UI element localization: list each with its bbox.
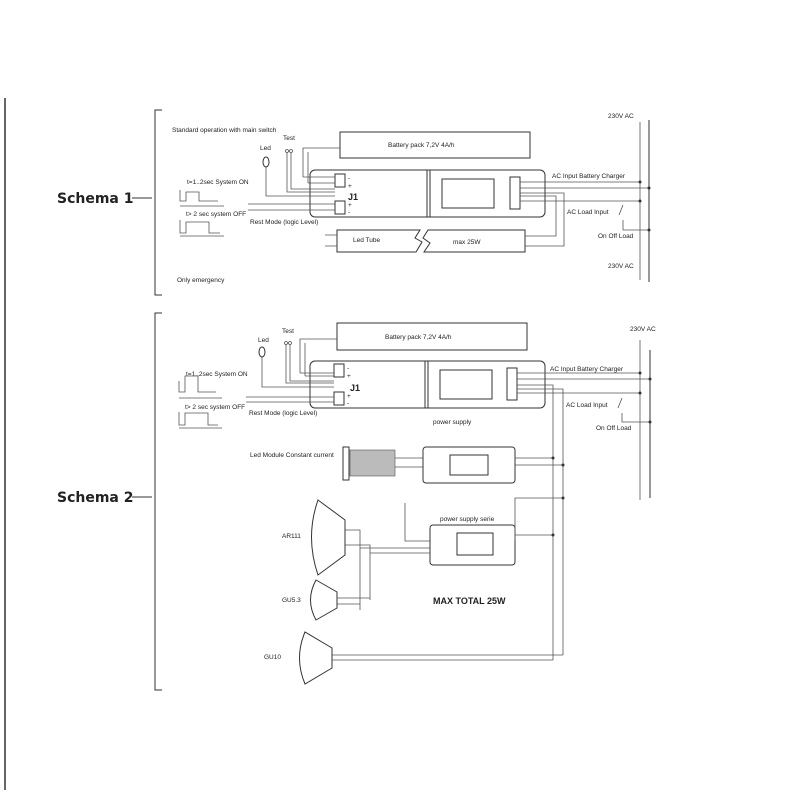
led-tube bbox=[336, 229, 423, 253]
on-off-label: On Off Load bbox=[598, 233, 634, 240]
ar111-label: AR111 bbox=[282, 533, 301, 540]
power-supply-label: power supply bbox=[433, 419, 472, 426]
svg-text:-: - bbox=[347, 400, 349, 407]
led-label: Led bbox=[260, 145, 271, 152]
test-label: Test bbox=[283, 135, 295, 142]
ac-top-label: 230V AC bbox=[630, 326, 656, 333]
led-label: Led bbox=[258, 337, 269, 344]
led-bulb bbox=[262, 156, 270, 168]
ac-bottom-label: 230V AC bbox=[608, 263, 634, 270]
gu10-lamp bbox=[299, 631, 333, 685]
ar111-lamp bbox=[311, 499, 346, 576]
led-tube-label: Led Tube bbox=[353, 237, 380, 244]
led-module bbox=[342, 446, 396, 481]
battery-pack bbox=[339, 131, 531, 159]
rest-mode-label: Rest Mode (logic Level) bbox=[250, 219, 318, 226]
ac-input-label: AC Input Battery Charger bbox=[552, 173, 626, 180]
j1-label: J1 bbox=[350, 383, 360, 393]
ac-top-label: 230V AC bbox=[608, 113, 634, 120]
ac-load-label: AC Load Input bbox=[566, 402, 608, 409]
schema-2-title: Schema 2 bbox=[57, 490, 134, 506]
pulse-on-label: t=1..2sec System ON bbox=[187, 179, 249, 186]
schema-1-title: Schema 1 bbox=[57, 191, 134, 207]
svg-text:-: - bbox=[348, 175, 350, 182]
rest-terminal bbox=[334, 200, 346, 215]
only-emergency-label: Only emergency bbox=[177, 277, 225, 284]
led-module-label: Led Module Constant current bbox=[250, 452, 334, 459]
svg-text:+: + bbox=[347, 373, 351, 380]
schema-2-bracket bbox=[154, 312, 162, 691]
svg-text:+: + bbox=[348, 202, 352, 209]
ac-load-label: AC Load Input bbox=[567, 209, 609, 216]
gu53-lamp bbox=[310, 579, 338, 621]
svg-text:-: - bbox=[348, 209, 350, 216]
schema-2: Schema 2 Battery pack 7,2V 4A/h -+ +- J1… bbox=[57, 312, 656, 691]
pulse-off-label: t> 2 sec system OFF bbox=[186, 211, 246, 218]
j1-label: J1 bbox=[348, 192, 358, 202]
battery-terminal bbox=[334, 173, 346, 188]
rest-mode-label: Rest Mode (logic Level) bbox=[249, 410, 317, 417]
battery-wires bbox=[302, 147, 340, 184]
rest-mode-wires bbox=[248, 203, 335, 211]
schema-1: Schema 1 Standard operation with main sw… bbox=[57, 109, 651, 296]
unit-display bbox=[441, 178, 495, 209]
pulse-off-label: t> 2 sec system OFF bbox=[185, 404, 245, 411]
max-label: max 25W bbox=[453, 239, 481, 246]
pulse-off-graph bbox=[179, 220, 224, 237]
pulse-on-graph bbox=[179, 190, 224, 207]
on-off-switch bbox=[618, 204, 649, 231]
gu10-label: GU10 bbox=[264, 654, 281, 661]
led-bulb bbox=[258, 346, 266, 358]
test-label: Test bbox=[282, 328, 294, 335]
battery-pack bbox=[336, 322, 528, 351]
svg-text:+: + bbox=[348, 183, 352, 190]
on-off-switch bbox=[617, 397, 650, 423]
svg-text:+: + bbox=[347, 393, 351, 400]
battery-label: Battery pack 7,2V 4A/h bbox=[385, 334, 452, 341]
ac-connector bbox=[509, 176, 521, 210]
svg-text:-: - bbox=[347, 365, 349, 372]
ps-serie-label: power supply serie bbox=[440, 516, 495, 523]
on-off-label: On Off Load bbox=[596, 425, 632, 432]
gu53-label: GU5.3 bbox=[282, 597, 301, 604]
schema-1-bracket bbox=[154, 109, 162, 296]
max-total-label: MAX TOTAL 25W bbox=[433, 596, 506, 606]
standard-operation-label: Standard operation with main switch bbox=[172, 127, 277, 134]
pulse-on-label: t=1..2sec System ON bbox=[186, 371, 248, 378]
ac-input-label: AC Input Battery Charger bbox=[550, 366, 624, 373]
battery-label: Battery pack 7,2V 4A/h bbox=[388, 142, 455, 149]
